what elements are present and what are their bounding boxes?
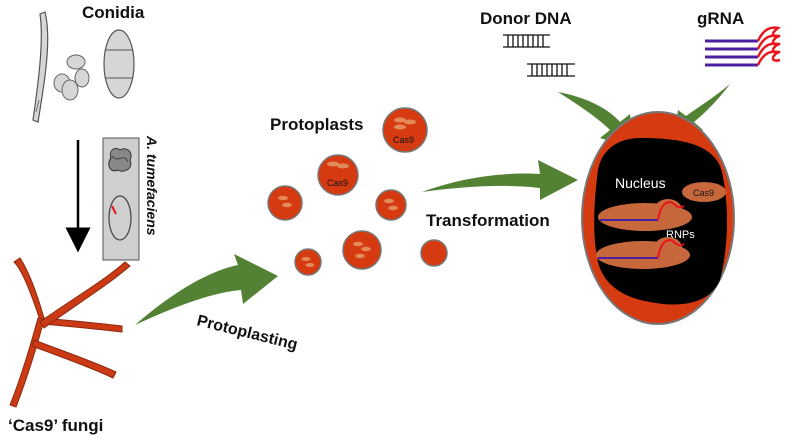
cas9-fungi-label: ‘Cas9’ fungi	[8, 416, 103, 435]
transformation-arrow	[422, 160, 578, 200]
donor-dna-icon	[503, 34, 575, 77]
nucleus-label: Nucleus	[615, 175, 666, 191]
grna-icon	[705, 26, 781, 67]
rnp-complex-2	[596, 237, 690, 269]
cas9-protein-label: Cas9	[693, 188, 714, 198]
protoplast-vesicles	[278, 117, 416, 267]
conidia-label: Conidia	[82, 3, 145, 22]
donor-dna-label: Donor DNA	[480, 9, 572, 28]
conidia-illustration	[32, 11, 135, 123]
grna-label: gRNA	[697, 9, 744, 28]
protoplasts-label: Protoplasts	[270, 115, 364, 134]
cas9-fungi-hyphae	[9, 257, 131, 408]
protoplast-cas9-label-1: Cas9	[393, 135, 414, 145]
protoplasting-arrow	[135, 254, 278, 325]
transformation-label: Transformation	[426, 211, 550, 230]
agrobacterium-label: A. tumefaciens	[144, 135, 160, 236]
protoplast-cas9-label-2: Cas9	[327, 178, 348, 188]
agrobacterium-panel	[102, 137, 140, 261]
rnp-complex-1	[598, 199, 692, 231]
protoplasting-label: Protoplasting	[195, 312, 299, 353]
cas9-protein	[682, 182, 726, 202]
